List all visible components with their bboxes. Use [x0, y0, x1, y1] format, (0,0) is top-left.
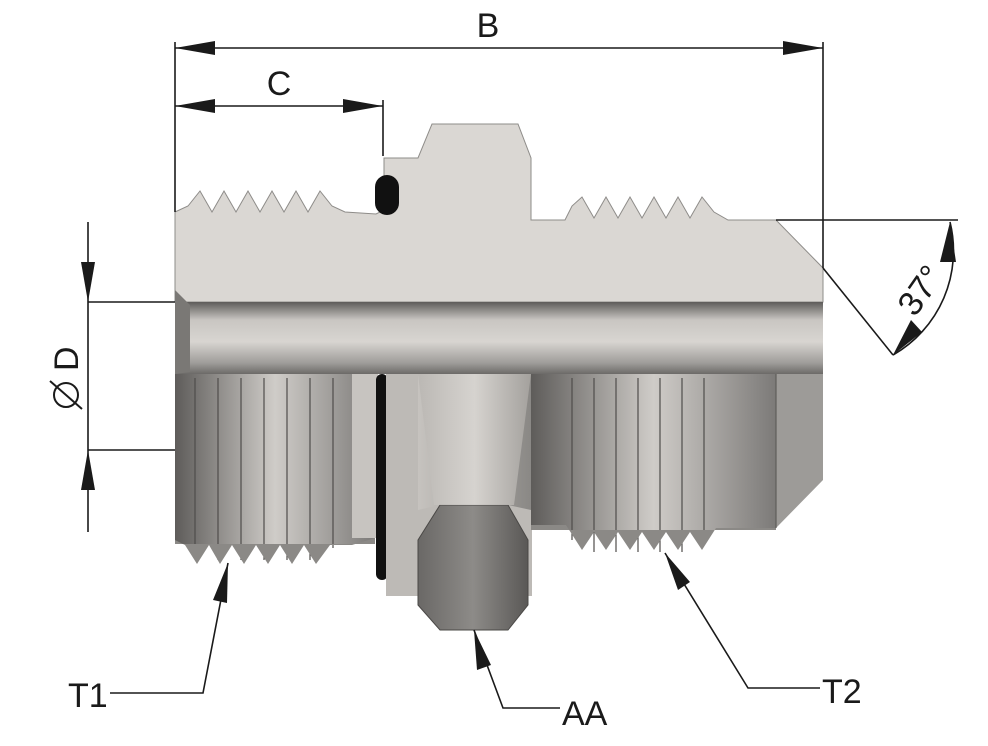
seal-ring — [376, 374, 388, 580]
seal-section — [375, 175, 399, 215]
hex-face — [417, 504, 529, 631]
dim-b-label: B — [477, 7, 500, 45]
dim-d-label: D — [48, 346, 86, 371]
section-body — [174, 123, 824, 303]
diameter-symbol — [53, 382, 79, 408]
dim-d-label-group: D — [48, 346, 86, 410]
shoulder — [352, 374, 378, 538]
thread-t1-bottom — [175, 538, 375, 564]
bore — [175, 302, 823, 374]
dimensions: B C D 37° T1 AA — [48, 7, 958, 733]
aa-label: AA — [562, 695, 608, 733]
thread-t1-body — [175, 374, 375, 544]
thread-t2-bottom — [531, 525, 776, 550]
angle-label: 37° — [890, 259, 951, 323]
exterior-view — [175, 374, 823, 631]
thread-t1-crests — [194, 378, 334, 560]
t1-label: T1 — [68, 677, 108, 715]
cone-end — [776, 374, 823, 528]
dim-c-label: C — [267, 65, 292, 103]
section-view — [174, 123, 824, 374]
thread-t2-crests — [571, 378, 705, 552]
bore-chamfer — [175, 290, 190, 374]
t2-label: T2 — [822, 673, 862, 711]
hex-top — [418, 374, 531, 505]
thread-t2-body — [531, 374, 776, 530]
